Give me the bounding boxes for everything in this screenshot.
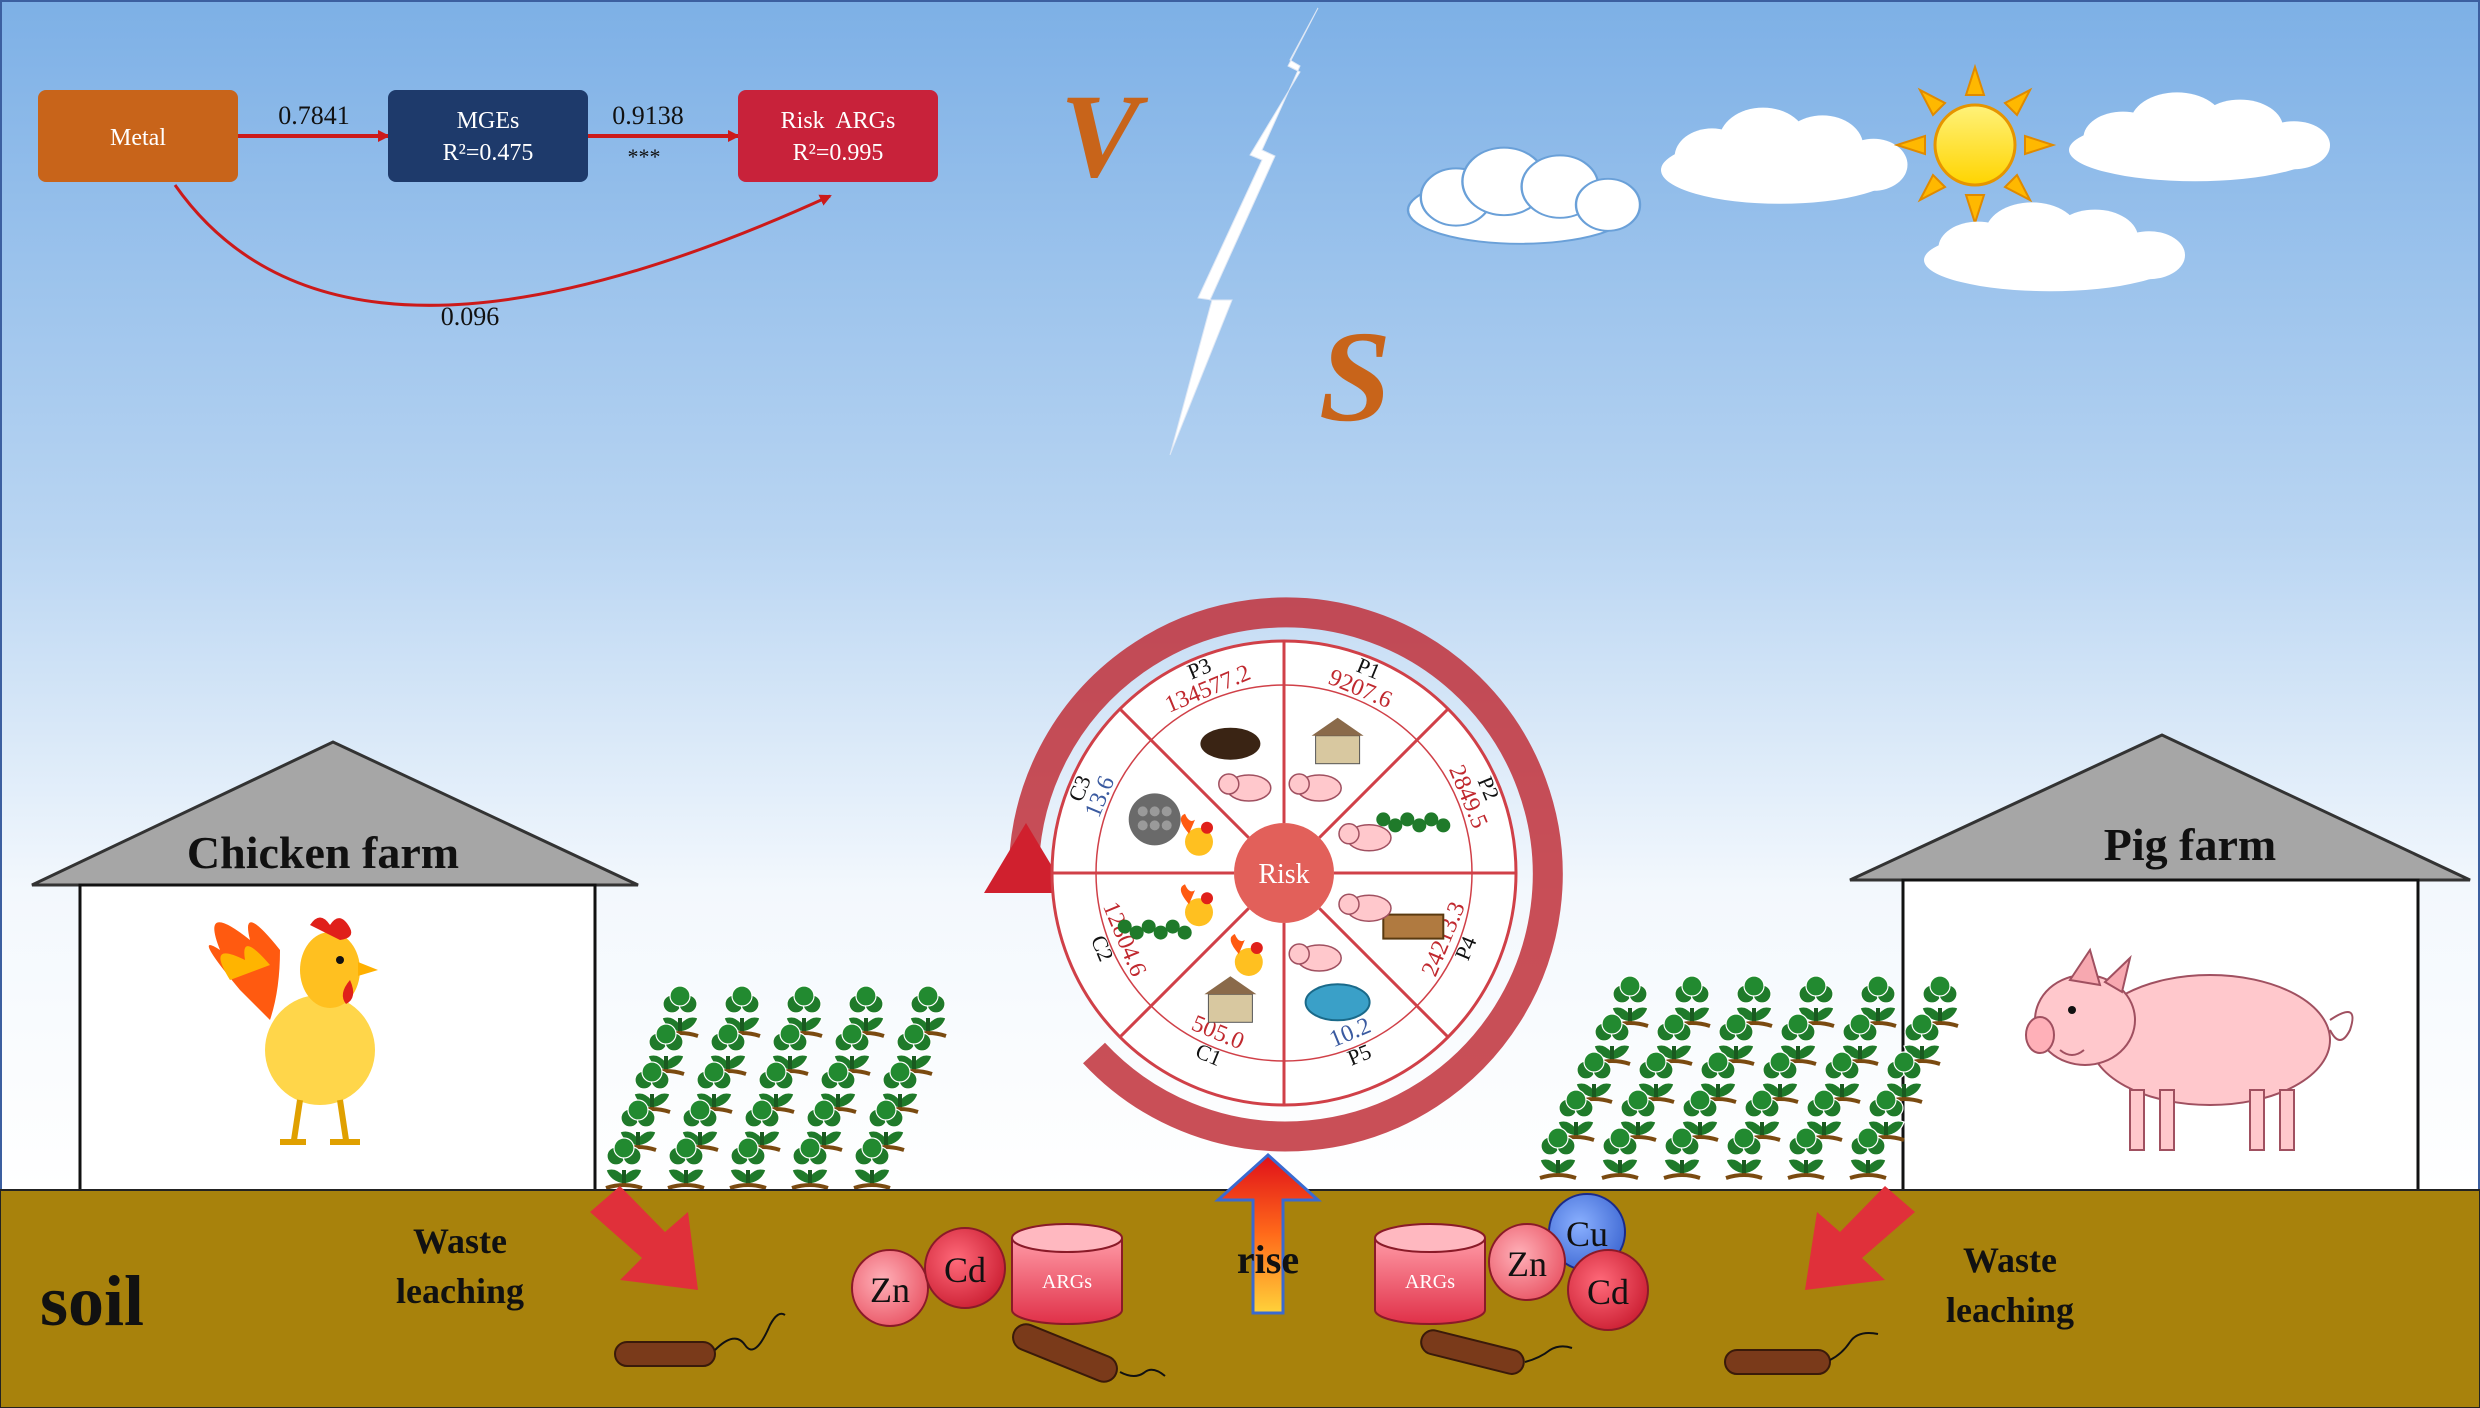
args-label: ARGs (1405, 1271, 1455, 1293)
letter-s: S (1319, 305, 1391, 449)
zn-label: Zn (870, 1270, 910, 1310)
wheel-center-label: Risk (1258, 859, 1309, 890)
pig-farm-title: Pig farm (2104, 819, 2276, 870)
lightning-bolt (1169, 7, 1319, 456)
cd-ball (924, 1227, 1006, 1309)
bacterium-icon (1724, 1332, 1879, 1375)
right-pollutant-group: ARGs Cu Zn Cd (1374, 1193, 1649, 1331)
sky-decoration (1406, 63, 2330, 292)
args-cylinder: ARGs (1374, 1223, 1486, 1325)
wheel-spoke (1318, 707, 1450, 839)
cd-label: Cd (944, 1250, 986, 1290)
sig-mges-risk: *** (628, 144, 661, 169)
chicken-farm: Chicken farm (31, 740, 639, 1197)
left-leaching-line2: leaching (396, 1271, 524, 1311)
sun-icon (1893, 63, 2057, 227)
pig-icon (1338, 893, 1392, 922)
pig-house-icon (1311, 717, 1364, 765)
pig-icon (1338, 823, 1392, 852)
mges-node-r2: R²=0.475 (443, 140, 534, 166)
chicken-farm-title: Chicken farm (187, 827, 459, 878)
zn-ball (851, 1249, 929, 1327)
manure-tank-icon (1382, 913, 1445, 940)
cd-ball (1567, 1249, 1649, 1331)
cu-label: Cu (1566, 1214, 1608, 1254)
pig-farm: Pig farm (1849, 733, 2471, 1194)
risk-wheel: P3134577.2P19207.6P22849.5P424213.3P510.… (984, 597, 1563, 1152)
pig-icon (2025, 947, 2354, 1151)
left-pollutant-group: Zn Cd ARGs (851, 1223, 1123, 1327)
manure-pile-icon (1200, 727, 1261, 760)
wheel-spoke (1118, 907, 1250, 1039)
left-leaching-arrow (590, 1186, 698, 1290)
rise-label: rise (1237, 1237, 1299, 1282)
coef-metal-mges: 0.7841 (278, 101, 350, 130)
gravel-icon (1128, 793, 1181, 846)
bacterium-icon (614, 1312, 786, 1367)
wheel-ring-arrowhead (984, 823, 1068, 893)
bacterium-icon (1012, 1323, 1166, 1383)
cd-label: Cd (1587, 1272, 1629, 1312)
coef-metal-risk: 0.096 (441, 302, 500, 331)
wheel-spoke (1118, 707, 1250, 839)
soil-label: soil (40, 1261, 144, 1341)
wheel-center (1234, 823, 1334, 923)
args-cylinder: ARGs (1011, 1223, 1123, 1325)
mges-node (388, 90, 588, 182)
vegetable-field-icon (1117, 919, 1192, 940)
soil-layer (0, 1189, 2480, 1408)
chicken-house-icon (1204, 976, 1257, 1023)
metal-to-risk-arrow (173, 184, 832, 307)
risk-args-node-r2: R²=0.995 (793, 140, 884, 166)
args-label: ARGs (1042, 1271, 1092, 1293)
risk-args-node-label: Risk ARGs (781, 108, 896, 134)
metal-node (38, 90, 238, 182)
vegetable-field-icon (1376, 812, 1451, 833)
mges-node-label: MGEs (457, 108, 520, 134)
wheel-ring (1009, 597, 1563, 1152)
coef-mges-risk: 0.9138 (612, 101, 684, 130)
rise-arrow: rise (1214, 1152, 1322, 1315)
metal-node-label: Metal (110, 125, 166, 151)
zn-ball (1488, 1223, 1566, 1301)
chicken-icon (1180, 884, 1213, 927)
rooster-icon (208, 917, 378, 1145)
letter-v: V (1060, 69, 1149, 202)
zn-label: Zn (1507, 1244, 1547, 1284)
right-leaching-line1: Waste (1963, 1240, 2057, 1280)
bacterium-icon (1420, 1329, 1573, 1375)
right-leaching-line2: leaching (1946, 1290, 2074, 1330)
pig-icon (1288, 773, 1342, 802)
path-model: Metal MGEs R²=0.475 Risk ARGs R²=0.995 0… (38, 90, 938, 331)
pig-icon (1288, 943, 1342, 972)
wheel-spoke (1318, 907, 1450, 1039)
risk-args-node (738, 90, 938, 182)
pond-icon (1304, 983, 1371, 1022)
chicken-icon (1230, 934, 1263, 976)
chicken-icon (1180, 813, 1213, 856)
wheel-inner-ring (1095, 684, 1473, 1062)
right-leaching-arrow (1805, 1186, 1915, 1290)
pig-icon (1218, 773, 1272, 802)
left-leaching-line1: Waste (413, 1221, 507, 1261)
